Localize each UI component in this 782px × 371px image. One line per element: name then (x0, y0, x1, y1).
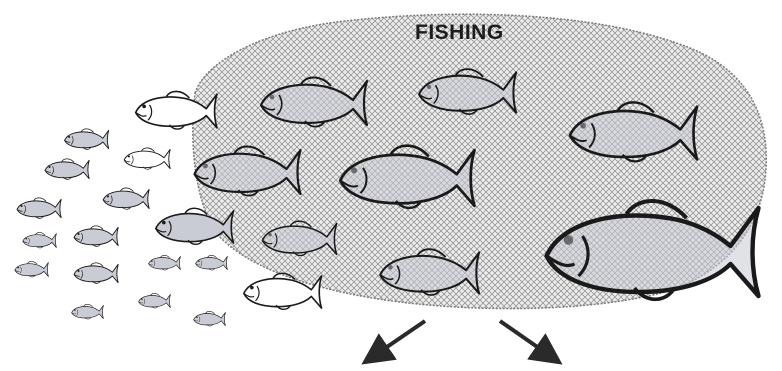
small-fish (139, 293, 171, 308)
small-fish (72, 304, 104, 319)
arrow-down-right (500, 321, 556, 360)
small-fish (65, 129, 109, 149)
small-fish (17, 198, 61, 218)
small-fish (103, 188, 149, 209)
diagram-title: FISHING (415, 21, 504, 45)
small-fish (74, 263, 118, 283)
small-fish (74, 226, 118, 246)
small-fish (194, 311, 226, 326)
escaping-fish (124, 148, 170, 169)
arrow-down-left (368, 321, 425, 360)
small-fish (23, 232, 57, 248)
small-fish (149, 255, 181, 270)
small-fish (45, 159, 89, 179)
small-fish (196, 255, 228, 270)
small-fish (15, 261, 49, 277)
